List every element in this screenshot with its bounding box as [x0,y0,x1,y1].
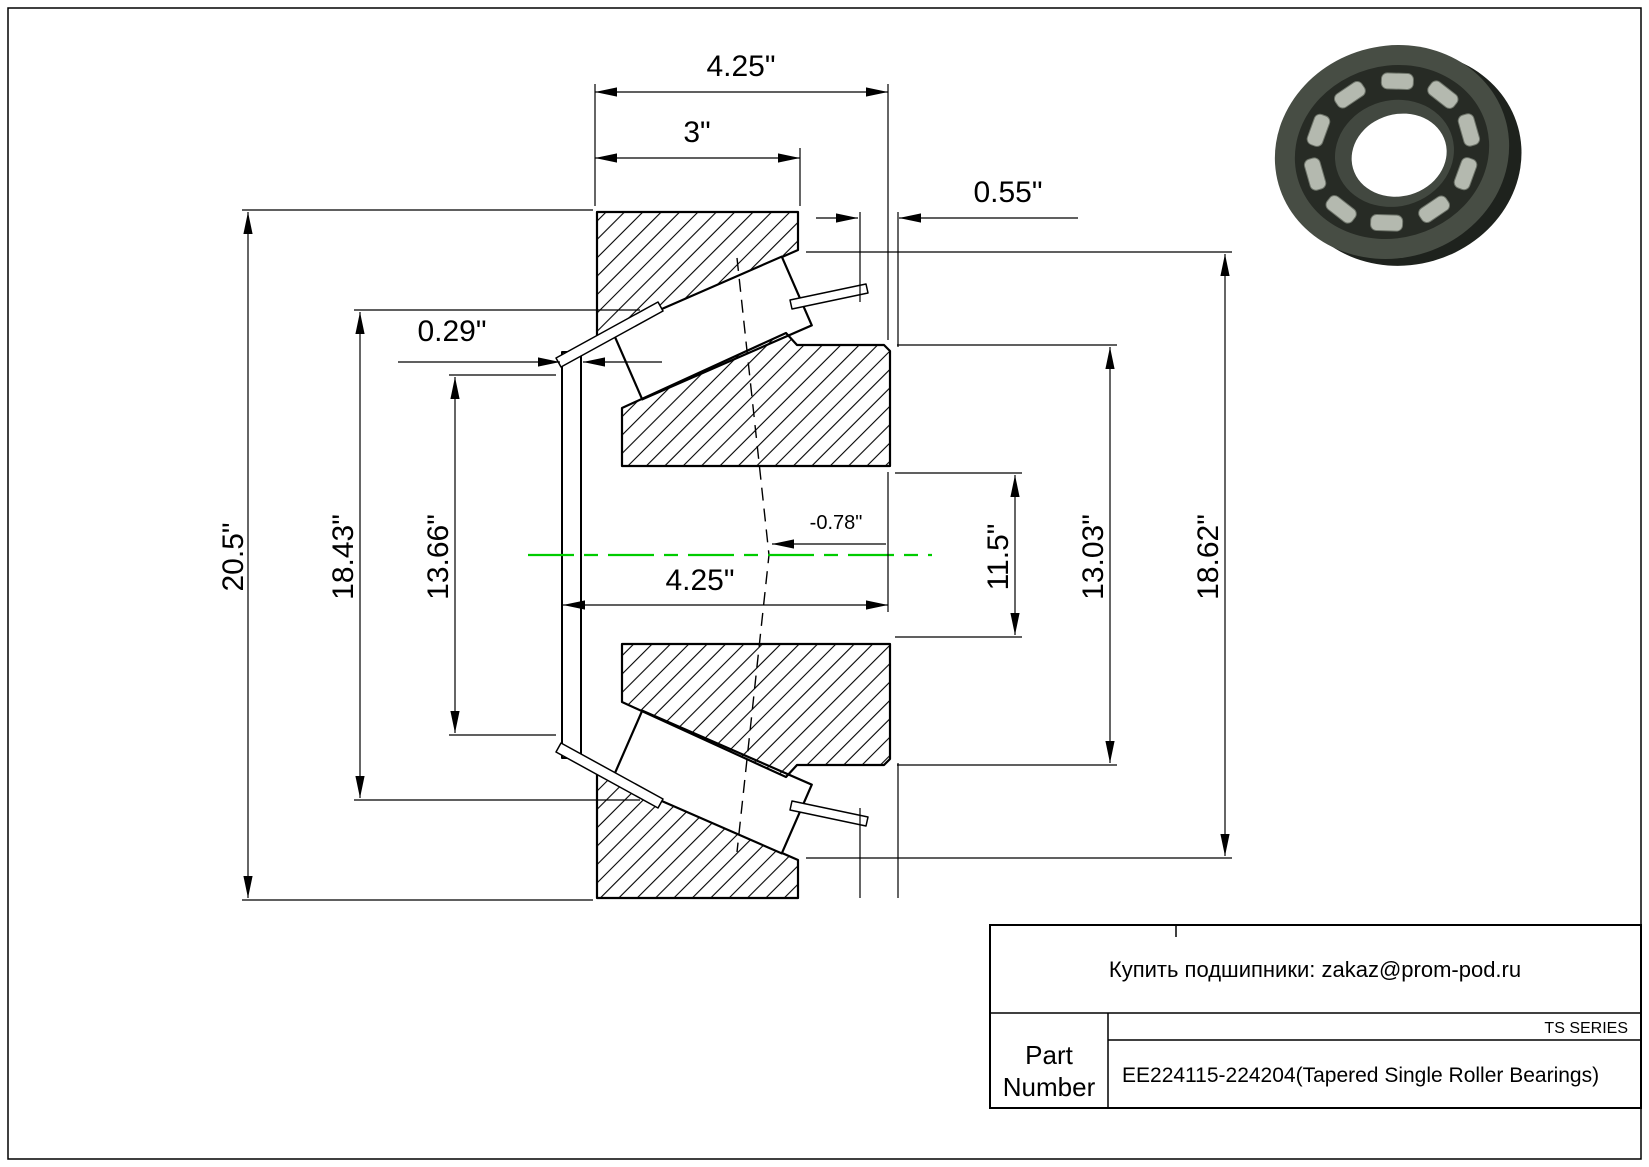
dim-top-width: 4.25" [706,50,775,83]
dim-lip-width: 0.29" [417,315,486,348]
bearing-bore [1351,113,1447,197]
cage-bottom-right [789,800,869,827]
dim-outer-diameter: 20.5" [217,522,250,591]
part-label-line1: Part [1025,1040,1073,1070]
part-label-line2: Number [1003,1072,1096,1102]
dim-seal-diameter: 13.66" [422,514,455,600]
dimension-labels: 4.25" 3" 0.55" 0.29" 20.5" 18.43" 13.66"… [217,50,1225,600]
cup-top-section [595,210,800,340]
bearing-section [528,210,932,900]
cone-top-section [620,331,892,468]
cage-bottom-left [555,742,664,809]
title-block: Купить подшипники: zakaz@prom-pod.ru TS … [989,924,1642,1109]
part-number: EE224115-224204(Tapered Single Roller Be… [1122,1064,1599,1087]
title-block-border [989,924,1642,1109]
dim-cone-width: 4.25" [665,564,734,597]
dim-effective-center: -0.78" [810,512,863,534]
dim-stickout: 0.55" [973,176,1042,209]
cage-top-right [789,283,869,310]
dim-cone-front-diameter: 13.03" [1077,514,1110,600]
dim-bore-diameter: 11.5" [982,524,1015,591]
cone-bottom-section [620,642,892,779]
cup-bottom-section [595,770,800,900]
bearing-rollers [1303,72,1481,232]
dim-cup-inner-diameter: 18.62" [1192,514,1225,600]
step-lines [859,212,899,898]
dim-flange-diameter: 18.43" [327,514,360,600]
dimension-lines [242,84,1232,901]
bearing-photo [1274,45,1522,266]
series-label: TS SERIES [1544,1020,1628,1037]
contact-text: Купить подшипники: zakaz@prom-pod.ru [1109,957,1521,982]
dim-cup-width: 3" [683,116,710,149]
